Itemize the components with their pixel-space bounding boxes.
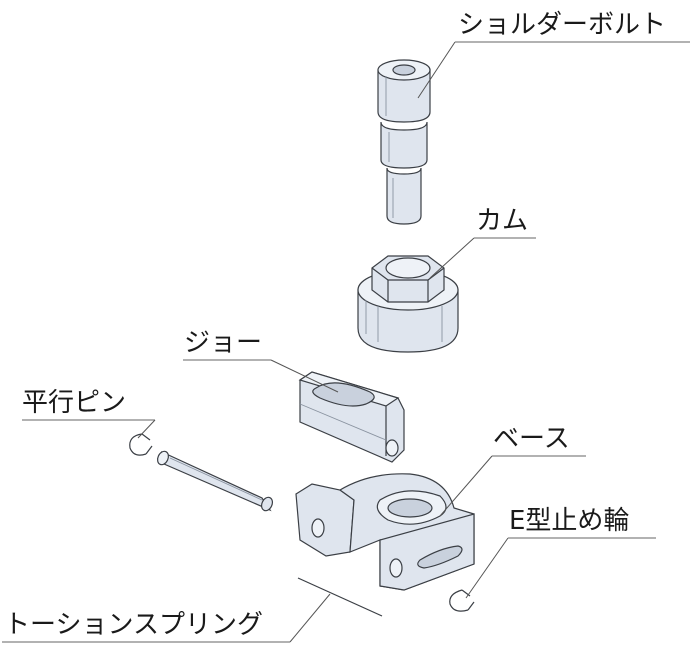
- base-drawing: [295, 473, 475, 591]
- base-label: ベース: [493, 424, 570, 454]
- cam-drawing: [357, 255, 459, 353]
- parallel-pin-drawing: [156, 450, 274, 512]
- shoulder-bolt-drawing: [377, 59, 431, 225]
- jaw-drawing: [298, 371, 405, 463]
- jaw-label: ジョー: [184, 328, 263, 358]
- e-ring-pin-side-drawing: [129, 433, 153, 456]
- torsion-spring-label: トーションスプリング: [4, 610, 263, 640]
- cam-label: カム: [476, 206, 529, 236]
- torsion-spring-drawing: [297, 577, 383, 617]
- leader-lines: [2, 41, 690, 643]
- parallel-pin-label: 平行ピン: [22, 388, 127, 418]
- e-ring-base-side-drawing: [449, 589, 475, 612]
- shoulder-bolt-label: ショルダーボルト: [458, 10, 667, 40]
- e-ring-label: E型止め輪: [509, 506, 630, 536]
